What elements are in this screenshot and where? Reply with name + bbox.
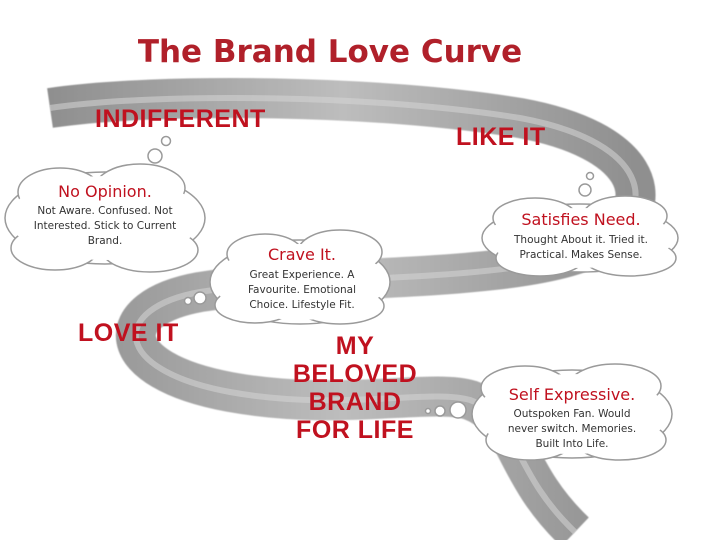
no-opinion-line-1: Not Aware. Confused. Not [37,205,173,217]
crave-it-description: Great Experience. A Favourite. Emotional… [212,268,392,314]
stage-indifferent: INDIFFERENT [95,105,266,133]
self-expressive-title: Self Expressive. [508,385,636,404]
satisfies-need-cloud [481,195,679,277]
satisfies-need-thought-bubbles [578,171,595,197]
self-expressive-line-2: never switch. Memories. [507,423,637,436]
self-expressive-line-1: Outspoken Fan. Would [513,408,631,420]
crave-it-cloud [209,229,391,325]
stage-my-beloved-brand: MY BELOVED BRAND FOR LIFE [270,334,440,443]
no-opinion-line-2: Interested. Stick to Current [33,220,177,233]
no-opinion-title: No Opinion. [58,182,152,201]
beloved-line-3: BRAND [308,388,402,416]
self-expressive-description: Outspoken Fan. Would never switch. Memor… [477,407,667,453]
crave-it-line-2: Favourite. Emotional [247,284,357,297]
crave-it-line-3: Choice. Lifestyle Fit. [249,299,355,312]
satisfies-need-description: Thought About it. Tried it. Practical. M… [486,233,676,263]
beloved-line-4: FOR LIFE [296,416,414,444]
crave-it-thought-bubbles [183,291,207,306]
no-opinion-line-3: Brand. [87,235,123,248]
page-title: The Brand Love Curve [137,34,523,70]
beloved-line-1: MY [335,332,375,360]
no-opinion-thought-bubbles [147,135,172,164]
satisfies-need-line-1: Thought About it. Tried it. [514,234,648,246]
no-opinion-description: Not Aware. Confused. Not Interested. Sti… [10,204,200,250]
crave-it-title: Crave It. [267,245,337,264]
self-expressive-line-3: Built Into Life. [535,438,609,451]
satisfies-need-title: Satisfies Need. [521,210,641,229]
satisfies-need-line-2: Practical. Makes Sense. [519,249,643,262]
crave-it-line-1: Great Experience. A [249,269,355,281]
self-expressive-cloud [471,363,673,461]
stage-love-it: LOVE IT [78,319,179,347]
no-opinion-cloud [4,163,206,273]
beloved-line-2: BELOVED [292,360,418,388]
self-expressive-thought-bubbles [424,401,467,419]
stage-like-it: LIKE IT [456,123,546,151]
